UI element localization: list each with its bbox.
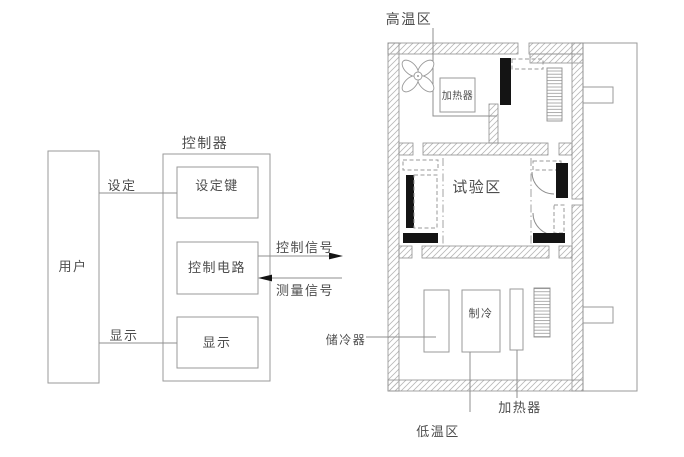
controller-box [162, 153, 271, 382]
heater-bottom-label: 加热器 [498, 400, 542, 415]
control-circuit-label: 控制电路 [188, 260, 246, 275]
measure-signal-label: 测量信号 [276, 283, 334, 298]
low-temp-zone: 储冷器 制冷 低温区 加热器 [326, 287, 551, 439]
cold-storage-label: 储冷器 [326, 332, 367, 347]
damper-bar-left [406, 175, 414, 228]
right-arrowhead-icon [329, 252, 343, 260]
low-temp-zone-label: 低温区 [416, 424, 460, 439]
high-temp-zone-label: 高温区 [386, 11, 433, 28]
display-box-label: 显示 [202, 335, 231, 350]
controller-title: 控制器 [182, 136, 229, 152]
damper-bar-top [500, 58, 511, 105]
fan-icon [401, 59, 435, 93]
control-block-diagram: 控制器 用户 设定键 控制电路 显示 设定 显示 控制信号 测量信号 [47, 136, 343, 384]
heater-top-box [439, 77, 476, 113]
door-swing-arc-lower [532, 212, 556, 236]
setting-key-label: 设定键 [195, 178, 239, 193]
control-signal-label: 控制信号 [276, 240, 334, 255]
display-line-label: 显示 [109, 328, 138, 343]
cooler-box [461, 289, 501, 353]
chamber-walls [387, 42, 584, 392]
vent-dashed-left-top [402, 159, 439, 171]
port-top-right [582, 86, 614, 104]
heater-top-label: 加热器 [442, 89, 474, 102]
chamber-floor-plan: 高温区 加热器 试验区 [326, 11, 638, 439]
coil-grille-bottom-icon [533, 287, 551, 338]
test-zone-label: 试验区 [452, 179, 502, 196]
damper-bar-right-bottom [533, 233, 565, 243]
setting-line-label: 设定 [107, 178, 136, 193]
port-bottom-right [582, 306, 614, 324]
control-circuit-box [176, 241, 259, 295]
heater-bottom-box [509, 288, 524, 351]
door-swing-arc-upper [531, 171, 555, 195]
vent-dashed-left [413, 174, 438, 229]
vent-dashed-right [553, 204, 565, 234]
user-label: 用户 [58, 259, 87, 274]
damper-bar-right [556, 163, 568, 198]
cooler-label: 制冷 [469, 307, 494, 320]
left-arrowhead-icon [258, 274, 272, 282]
high-temp-zone: 高温区 加热器 [386, 11, 563, 122]
damper-bar-left-bottom [403, 233, 438, 243]
measure-signal-arrow [258, 274, 342, 282]
control-signal-arrow [258, 252, 343, 260]
coil-grille-top-icon [546, 67, 563, 122]
duct-dashed-top [511, 58, 544, 70]
cold-storage-box [423, 289, 450, 353]
high-temp-leader-line [432, 28, 497, 117]
user-box [47, 150, 100, 384]
test-zone: 试验区 [402, 158, 568, 246]
